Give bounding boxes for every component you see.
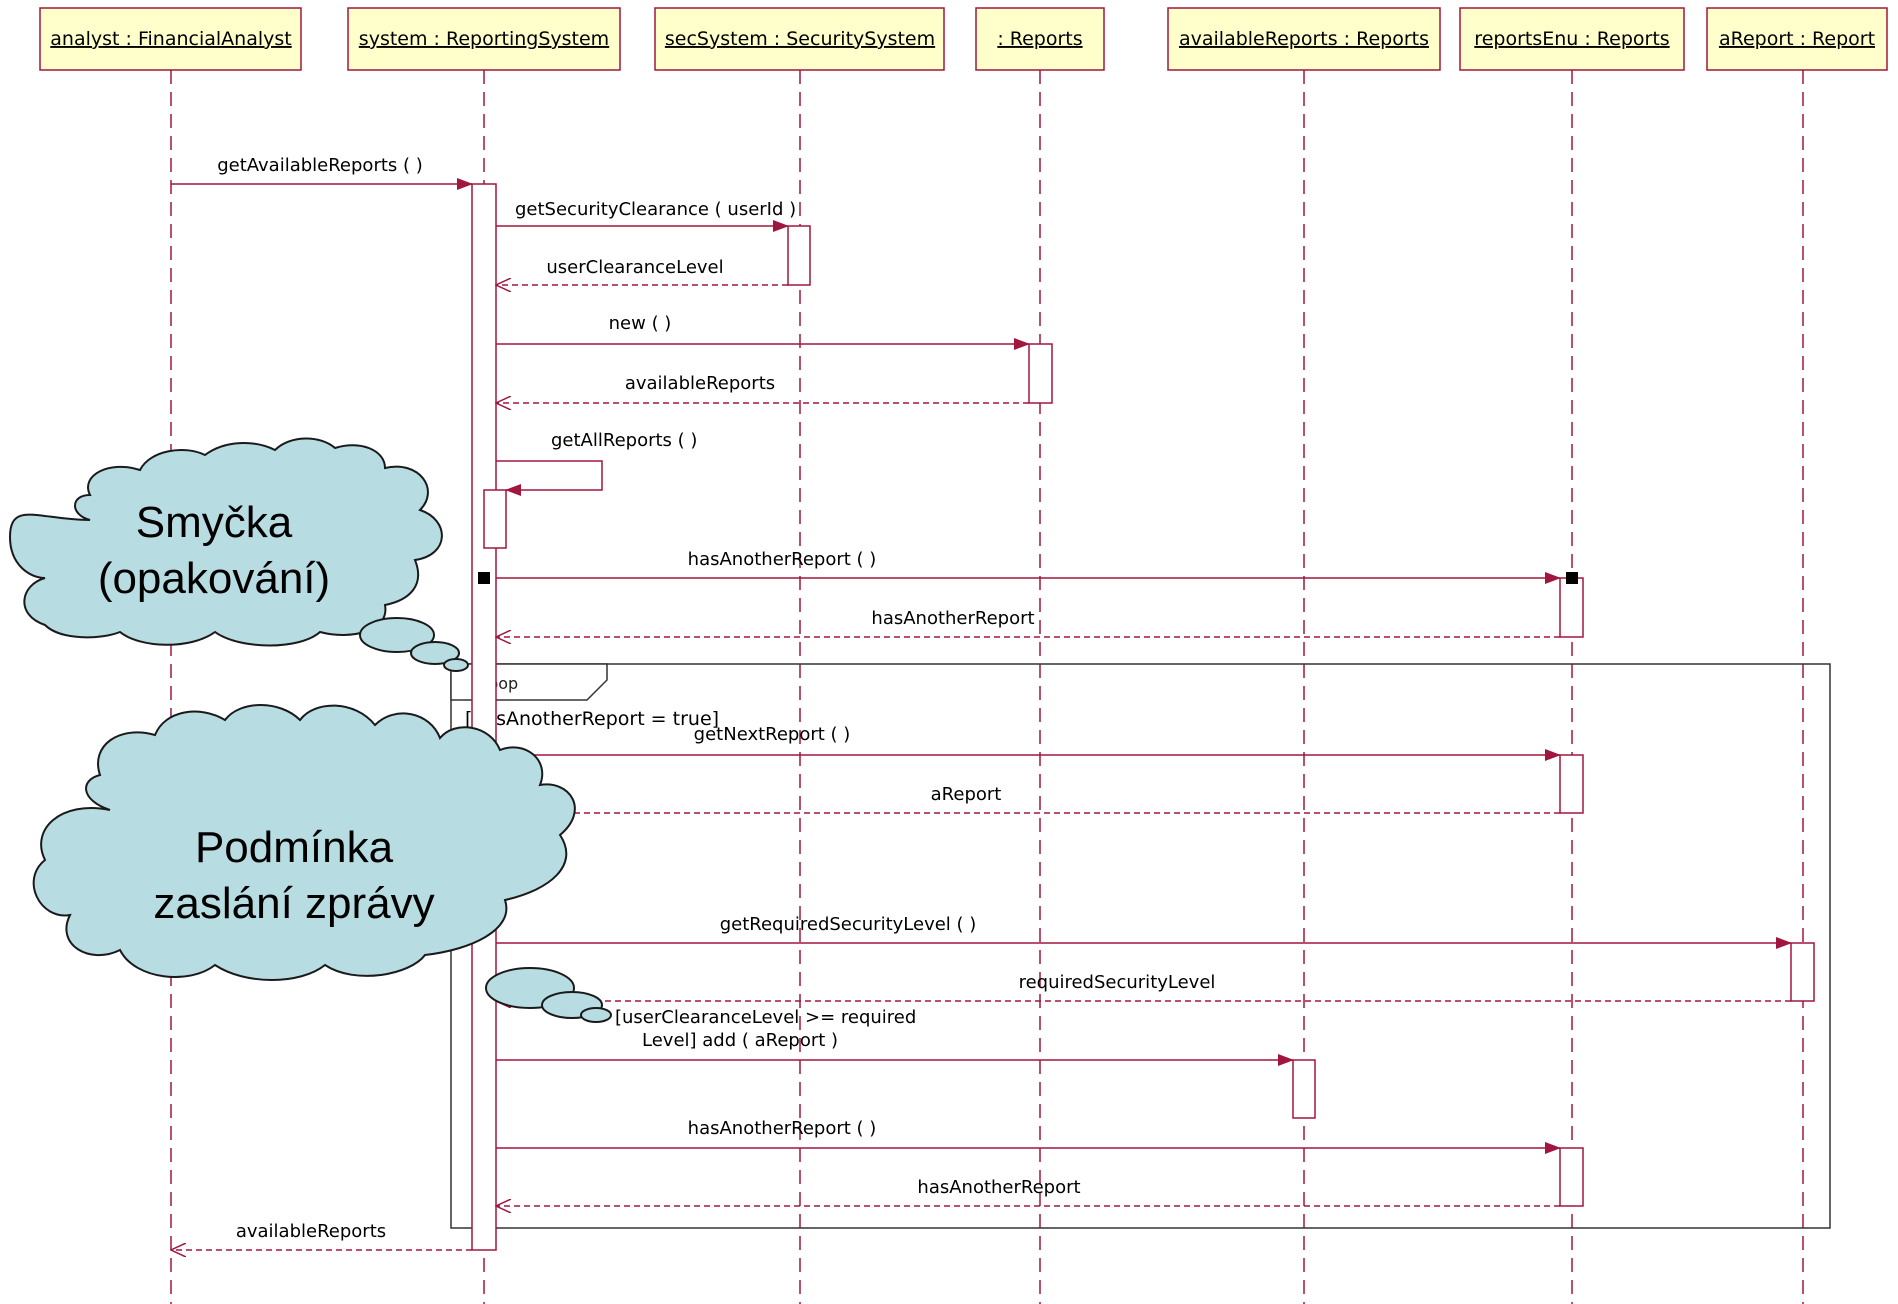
activation-enu-2 <box>1559 754 1584 814</box>
activation-areport <box>1790 942 1815 1002</box>
cloud-bubble <box>580 1007 612 1023</box>
message-label: hasAnotherReport <box>917 1177 1080 1198</box>
activation-system-self <box>483 489 507 549</box>
message-label: availableReports <box>236 1221 386 1242</box>
activation-bars <box>471 183 1815 1251</box>
message-label: getRequiredSecurityLevel ( ) <box>720 914 977 935</box>
lifeline-box-areport <box>1706 7 1888 71</box>
loop-note-line1: Smyčka <box>136 498 293 547</box>
loop-frame-border <box>450 663 1831 1229</box>
message-label: availableReports <box>625 373 775 394</box>
activation-sec <box>787 225 811 286</box>
iteration-marker <box>478 572 490 584</box>
lifeline-label-system: system : ReportingSystem <box>359 28 609 50</box>
activation-reports <box>1028 343 1053 404</box>
lifeline-headers: analyst : FinancialAnalyst system : Repo… <box>39 7 1888 71</box>
lifeline-box-sec <box>654 7 945 71</box>
lifeline-label-enu: reportsEnu : Reports <box>1474 28 1669 50</box>
lifeline-label-reports: : Reports <box>997 28 1082 50</box>
lifeline-box-enu <box>1459 7 1685 71</box>
lifeline-label-sec: secSystem : SecuritySystem <box>665 28 935 50</box>
condition-callout: Podmínka zaslání zprávy <box>32 704 612 1023</box>
message-label: userClearanceLevel <box>546 257 723 278</box>
message-label: hasAnotherReport <box>871 608 1034 629</box>
cloud-bubble <box>410 641 460 665</box>
message-label: Level] add ( aReport ) <box>642 1030 838 1051</box>
message-label: [userClearanceLevel >= required <box>615 1007 916 1028</box>
activation-avail <box>1292 1059 1316 1119</box>
activation-enu-3 <box>1559 1147 1584 1207</box>
lifeline-label-avail: availableReports : Reports <box>1179 28 1429 50</box>
loop-note-line2: (opakování) <box>98 554 330 603</box>
activation-system <box>471 183 497 1251</box>
loop-callout: Smyčka (opakování) <box>8 437 469 672</box>
lifeline-box-system <box>347 7 621 71</box>
message-label: getSecurityClearance ( userId ) <box>515 199 796 220</box>
cloud-bubble <box>443 658 469 672</box>
condition-note-line1: Podmínka <box>195 823 394 872</box>
lifeline-box-analyst <box>39 7 302 71</box>
message-label: getAvailableReports ( ) <box>217 155 423 176</box>
messages: getAvailableReports ( ) getSecurityClear… <box>171 155 1792 1250</box>
message-label: getAllReports ( ) <box>551 430 697 451</box>
iteration-marker <box>1566 572 1578 584</box>
cloud-shape <box>8 437 443 647</box>
self-message-arrow <box>496 460 603 496</box>
message-label: aReport <box>931 784 1002 805</box>
lifeline-lines <box>170 70 1804 1304</box>
cloud-bubble <box>359 617 435 653</box>
lifeline-box-reports <box>975 7 1105 71</box>
cloud-shape <box>32 704 576 981</box>
condition-note-line2: zaslání zprávy <box>153 879 434 928</box>
lifeline-box-avail <box>1167 7 1441 71</box>
message-label: hasAnotherReport ( ) <box>688 1118 877 1139</box>
message-label: getNextReport ( ) <box>694 724 851 745</box>
loop-guard-label: [hasAnotherReport = true] <box>465 708 719 730</box>
loop-frame: loop [hasAnotherReport = true] <box>450 663 1831 1229</box>
message-label: new ( ) <box>609 313 672 334</box>
activation-enu-1 <box>1559 577 1584 638</box>
message-label: hasAnotherReport ( ) <box>688 549 877 570</box>
lifeline-label-analyst: analyst : FinancialAnalyst <box>50 28 291 50</box>
message-label: requiredSecurityLevel <box>1019 972 1216 993</box>
lifeline-label-areport: aReport : Report <box>1719 28 1875 50</box>
